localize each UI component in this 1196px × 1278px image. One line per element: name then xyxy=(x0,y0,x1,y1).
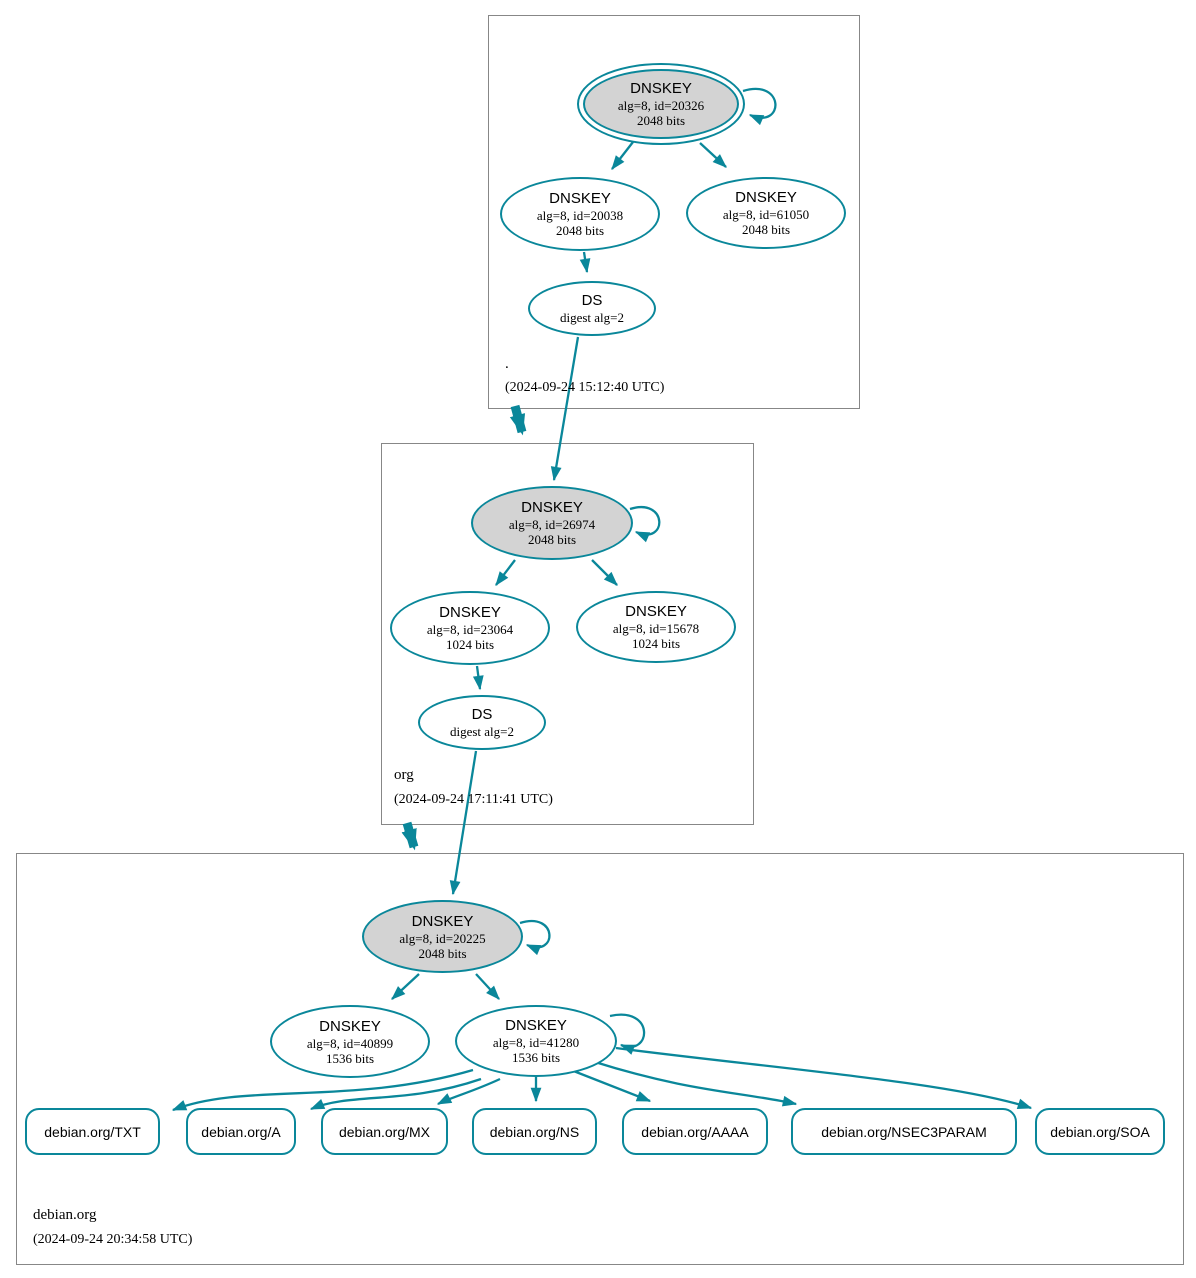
node-title: DNSKEY xyxy=(625,603,687,620)
edge-zsk41280-to-txt xyxy=(171,1068,474,1112)
node-detail: alg=8, id=20326 xyxy=(617,98,705,113)
edge-debian-ksk-to-zsk41280 xyxy=(475,973,500,1000)
edge-root-ksk-self-loop xyxy=(742,87,777,126)
edge-org-ksk-to-zsk15678 xyxy=(591,559,618,586)
node-detail: alg=8, id=40899 xyxy=(306,1035,394,1051)
edge-root-to-org-delegation xyxy=(509,404,527,436)
dnskey-node-root-ksk-20326: DNSKEY alg=8, id=20326 2048 bits xyxy=(577,63,745,145)
edge-org-zsk23064-to-ds xyxy=(472,665,484,691)
node-bits: 1536 bits xyxy=(511,1050,561,1065)
rrset-node-aaaa: debian.org/AAAA xyxy=(622,1108,768,1155)
node-detail: digest alg=2 xyxy=(449,724,515,739)
node-bits: 1536 bits xyxy=(325,1050,375,1066)
node-bits: 1024 bits xyxy=(631,636,681,651)
node-detail: digest alg=2 xyxy=(559,310,625,325)
node-title: DNSKEY xyxy=(411,912,474,930)
dnskey-node-org-zsk-15678: DNSKEY alg=8, id=15678 1024 bits xyxy=(576,591,736,663)
edge-debian-ksk-self-loop xyxy=(519,919,551,956)
dnskey-node-debian-zsk-40899: DNSKEY alg=8, id=40899 1536 bits xyxy=(270,1005,430,1078)
node-detail: alg=8, id=41280 xyxy=(492,1035,580,1050)
dnskey-node-root-zsk-61050: DNSKEY alg=8, id=61050 2048 bits xyxy=(686,177,846,249)
node-title: DNSKEY xyxy=(505,1017,567,1034)
node-bits: 2048 bits xyxy=(418,945,467,961)
zone-name-debian-org: debian.org xyxy=(33,1207,97,1223)
edge-root-ds-to-org-ksk xyxy=(550,336,580,482)
node-title: DS xyxy=(581,292,603,309)
edge-zsk41280-to-nsec3param xyxy=(594,1060,798,1107)
node-bits: 2048 bits xyxy=(636,113,686,128)
node-title: DNSKEY xyxy=(630,80,692,97)
node-bits: 2048 bits xyxy=(741,222,791,237)
node-detail: alg=8, id=61050 xyxy=(722,207,810,222)
edge-org-ds-to-debian-ksk xyxy=(449,750,478,896)
zone-timestamp-root: (2024-09-24 15:12:40 UTC) xyxy=(505,380,665,395)
node-detail: alg=8, id=20038 xyxy=(536,208,624,223)
rrset-node-a: debian.org/A xyxy=(186,1108,296,1155)
dnskey-node-org-ksk-26974: DNSKEY alg=8, id=26974 2048 bits xyxy=(471,486,633,560)
node-title: DNSKEY xyxy=(735,189,797,206)
rrset-node-ns: debian.org/NS xyxy=(472,1108,597,1155)
dnskey-node-org-zsk-23064: DNSKEY alg=8, id=23064 1024 bits xyxy=(390,591,550,665)
edge-zsk41280-to-aaaa xyxy=(570,1068,652,1103)
node-detail: alg=8, id=20225 xyxy=(399,930,486,946)
node-detail: alg=8, id=23064 xyxy=(426,622,514,637)
node-title: DS xyxy=(471,706,493,723)
node-title: DNSKEY xyxy=(319,1017,381,1035)
edge-zsk41280-to-mx xyxy=(436,1077,501,1106)
rrset-node-soa: debian.org/SOA xyxy=(1035,1108,1165,1155)
ds-node-org: DS digest alg=2 xyxy=(418,695,546,750)
edge-root-ksk-to-zsk20038 xyxy=(611,141,634,170)
zone-timestamp-debian-org: (2024-09-24 20:34:58 UTC) xyxy=(33,1232,193,1247)
node-detail: alg=8, id=15678 xyxy=(612,621,700,636)
ds-node-root: DS digest alg=2 xyxy=(528,281,656,336)
rrset-node-txt: debian.org/TXT xyxy=(25,1108,160,1155)
zone-name-root: . xyxy=(505,356,509,372)
node-bits: 2048 bits xyxy=(555,223,605,238)
zone-timestamp-org: (2024-09-24 17:11:41 UTC) xyxy=(394,792,553,807)
node-detail: alg=8, id=26974 xyxy=(508,517,596,532)
node-title: DNSKEY xyxy=(521,499,583,516)
edge-debian-ksk-to-zsk40899 xyxy=(391,973,420,1000)
node-bits: 2048 bits xyxy=(527,532,577,547)
edge-root-zsk20038-to-ds xyxy=(579,251,591,274)
edge-org-to-debian-delegation xyxy=(401,821,419,851)
dnskey-node-debian-ksk-20225: DNSKEY alg=8, id=20225 2048 bits xyxy=(362,900,523,973)
edge-zsk41280-to-soa xyxy=(615,1046,1033,1110)
dnskey-node-debian-zsk-41280: DNSKEY alg=8, id=41280 1536 bits xyxy=(455,1005,617,1077)
edge-root-ksk-to-zsk61050 xyxy=(699,142,727,168)
edge-org-ksk-self-loop xyxy=(629,506,661,543)
node-bits: 1024 bits xyxy=(445,637,495,652)
rrset-node-mx: debian.org/MX xyxy=(321,1108,448,1155)
rrset-node-nsec3param: debian.org/NSEC3PARAM xyxy=(791,1108,1017,1155)
zone-name-org: org xyxy=(394,767,414,783)
node-title: DNSKEY xyxy=(549,190,611,207)
dnskey-node-root-zsk-20038: DNSKEY alg=8, id=20038 2048 bits xyxy=(500,177,660,251)
edge-org-ksk-to-zsk23064 xyxy=(495,559,516,586)
node-title: DNSKEY xyxy=(439,604,501,621)
edge-zsk41280-to-a xyxy=(309,1077,482,1111)
edge-debian-zsk41280-self-loop xyxy=(609,1013,646,1055)
